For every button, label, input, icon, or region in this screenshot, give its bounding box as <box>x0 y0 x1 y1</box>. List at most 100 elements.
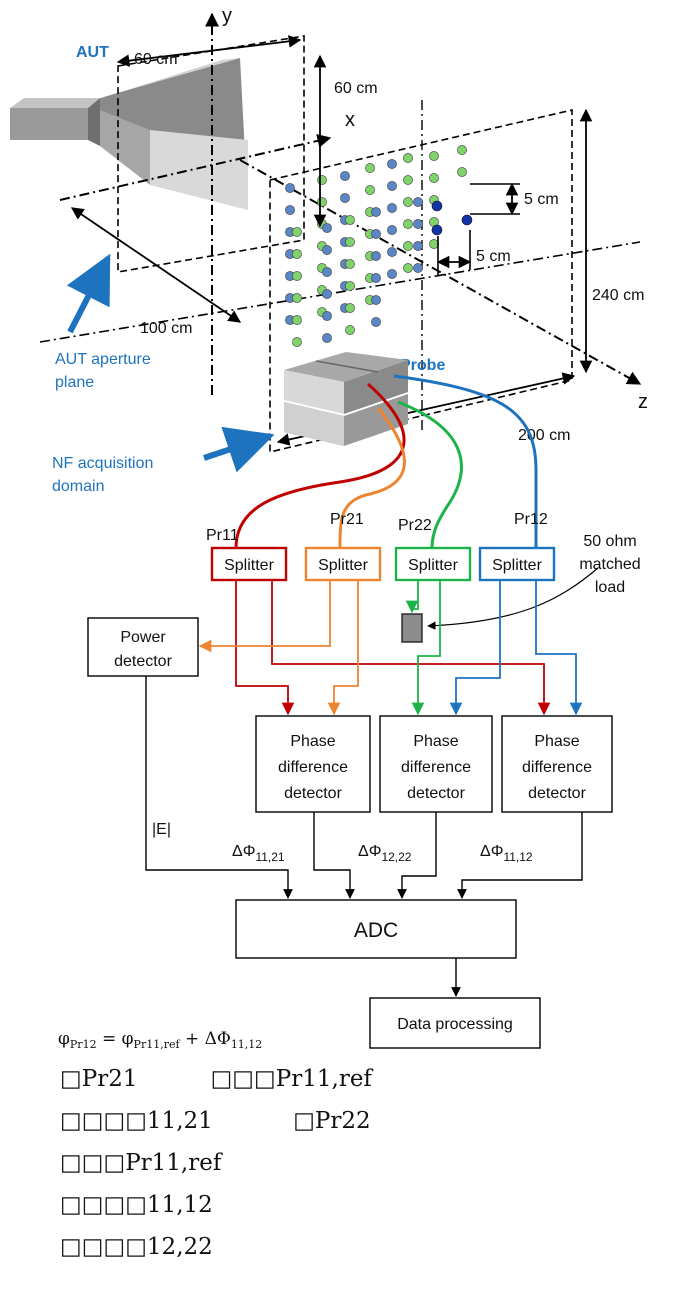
probe-point <box>403 263 413 273</box>
garbled-line-3: □□□Pr11,ref <box>60 1150 222 1176</box>
probe-block <box>284 352 408 446</box>
phase-detector-11-21: Phase difference detector <box>255 715 371 813</box>
probe-point-highlighted <box>461 214 473 226</box>
phase-detectors: Phase difference detector Phase differen… <box>255 715 613 813</box>
splitter-pr21 <box>304 546 382 582</box>
probe-point-highlighted <box>431 200 443 212</box>
splitter-pr21-label: Splitter <box>318 557 368 574</box>
z-axis-line <box>239 159 642 385</box>
phase-formula: φPr12 = φPr11,ref + ΔΦ11,12 <box>58 1029 262 1051</box>
probe-point <box>429 151 439 161</box>
garbled-line-5: □□□□12,22 <box>60 1234 213 1260</box>
dim-100cm-arrow <box>70 207 242 323</box>
svg-text:difference: difference <box>522 759 592 776</box>
svg-text:detector: detector <box>284 785 342 802</box>
probe-label-pr21: Pr21 <box>330 511 364 528</box>
probe-point <box>292 337 302 347</box>
probe-point <box>403 219 413 229</box>
probe-point <box>322 223 332 233</box>
dphi-12-22-label: ΔΦ12,22 <box>358 843 412 864</box>
phase-detector-12-22: Phase difference detector <box>379 715 493 813</box>
svg-text:detector: detector <box>528 785 586 802</box>
reference-line <box>39 241 641 343</box>
power-detector-label-1: Power <box>120 629 166 646</box>
nf-domain-pointer <box>203 426 275 473</box>
probe-point <box>322 311 332 321</box>
probe-point <box>345 325 355 335</box>
splitter-pr12-label: Splitter <box>492 557 542 574</box>
aut-label: AUT <box>76 44 109 61</box>
probe-point <box>345 303 355 313</box>
svg-text:difference: difference <box>278 759 348 776</box>
probe-point <box>285 205 295 215</box>
splitter-pr22-label: Splitter <box>408 557 458 574</box>
z-axis-label: z <box>638 391 648 413</box>
svg-text:detector: detector <box>407 785 465 802</box>
nf-acquisition-plane <box>269 108 573 454</box>
probe-point <box>322 289 332 299</box>
probe-point <box>403 197 413 207</box>
probe-point <box>317 197 327 207</box>
garbled-line-4: □□□□11,12 <box>60 1192 213 1218</box>
power-detector: Power detector <box>87 617 199 677</box>
probe-point <box>387 159 397 169</box>
garbled-line-1: □Pr21 □□□Pr11,ref <box>60 1066 372 1092</box>
svg-text:Phase: Phase <box>534 733 579 750</box>
cable-pr11 <box>234 382 406 549</box>
load-pointer <box>427 567 599 630</box>
dim-60cm-width-arrow <box>116 35 302 67</box>
probe-point <box>371 317 381 327</box>
probe-point <box>403 175 413 185</box>
signal-routing <box>198 580 583 716</box>
aut-aperture-label-2: plane <box>55 374 94 391</box>
splitter-pr12 <box>478 546 556 582</box>
probe-array <box>285 145 473 347</box>
probe-point <box>317 175 327 185</box>
probe-point <box>429 173 439 183</box>
adc-label: ADC <box>354 919 398 942</box>
splitter-pr11 <box>210 546 288 582</box>
svg-text:difference: difference <box>401 759 471 776</box>
probe-point <box>387 181 397 191</box>
x-axis-label: x <box>345 109 355 131</box>
probe-point <box>292 249 302 259</box>
probe-point <box>285 183 295 193</box>
data-processing-block: Data processing <box>369 997 541 1049</box>
probe-point <box>387 247 397 257</box>
probe-cables: Pr11 Pr21 Pr22 Pr12 <box>206 374 548 549</box>
svg-text:Phase: Phase <box>290 733 335 750</box>
garbled-line-2: □□□□11,21 □Pr22 <box>60 1108 371 1134</box>
probe-point <box>413 263 423 273</box>
adc-block: ADC <box>235 899 517 959</box>
probe-point <box>387 203 397 213</box>
nf-domain-label-2: domain <box>52 478 104 495</box>
load-label-1: 50 ohm <box>583 533 636 550</box>
probe-point <box>292 271 302 281</box>
probe-point <box>322 245 332 255</box>
probe-point <box>345 259 355 269</box>
dim-5cm-vertical-label: 5 cm <box>524 191 559 208</box>
probe-point <box>413 197 423 207</box>
splitters: Splitter Splitter Splitter Splitter <box>210 546 556 582</box>
aut-aperture-pointer <box>66 253 111 334</box>
load-box <box>401 613 423 643</box>
probe-point <box>457 145 467 155</box>
probe-point <box>340 171 350 181</box>
dim-100cm-label: 100 cm <box>140 320 192 337</box>
probe-point <box>457 167 467 177</box>
nf-domain-label-1: NF acquisition <box>52 455 153 472</box>
probe-point <box>365 163 375 173</box>
probe-point <box>387 225 397 235</box>
probe-point <box>365 185 375 195</box>
probe-point <box>345 281 355 291</box>
probe-point <box>371 229 381 239</box>
probe-point <box>340 193 350 203</box>
probe-label: Probe <box>400 357 445 374</box>
aut-aperture-label-1: AUT aperture <box>55 351 151 368</box>
load-label-3: load <box>595 579 625 596</box>
dphi-11-12-label: ΔΦ11,12 <box>480 843 533 864</box>
probe-point <box>345 215 355 225</box>
probe-point <box>413 219 423 229</box>
probe-point <box>403 241 413 251</box>
